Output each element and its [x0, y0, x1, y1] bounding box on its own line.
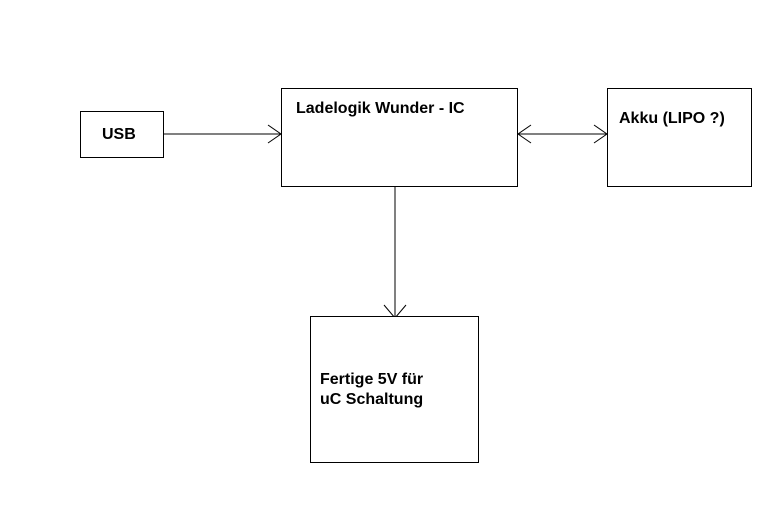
node-output-5v-label-line1: Fertige 5V für — [320, 371, 424, 388]
node-output-5v-label-line2: uC Schaltung — [320, 391, 424, 408]
node-usb-label: USB — [102, 126, 136, 143]
arrowhead-ic-side — [517, 124, 532, 144]
node-usb: USB — [80, 111, 164, 158]
node-battery: Akku (LIPO ?) — [607, 88, 752, 187]
node-battery-label: Akku (LIPO ?) — [619, 110, 725, 127]
node-output-5v: Fertige 5V für uC Schaltung — [310, 316, 479, 463]
node-charging-ic: Ladelogik Wunder - IC — [281, 88, 518, 187]
node-charging-ic-label: Ladelogik Wunder - IC — [296, 100, 465, 117]
node-output-5v-label: Fertige 5V für uC Schaltung — [320, 370, 423, 410]
